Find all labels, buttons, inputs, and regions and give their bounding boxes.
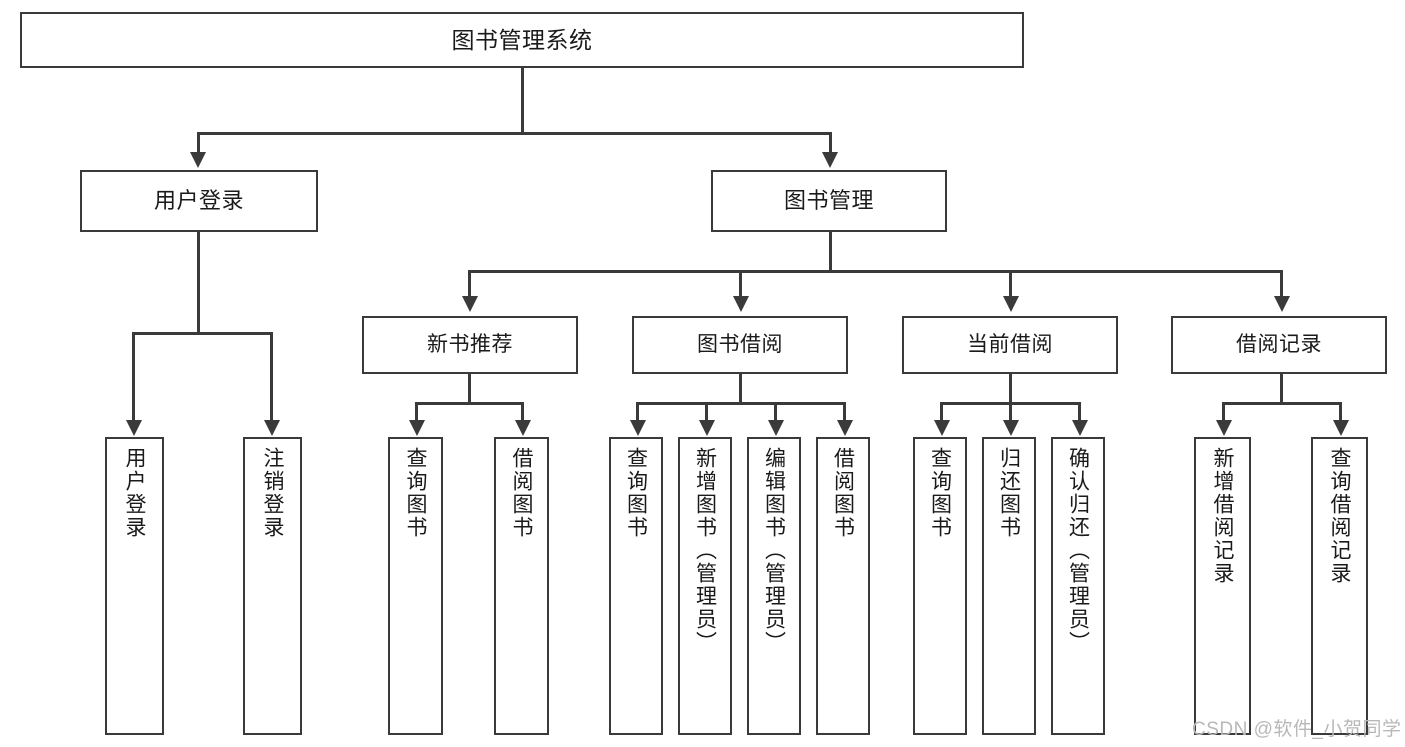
node-label: 查询图书 [404, 447, 427, 539]
connector-book-mgmt-bus [468, 270, 1280, 273]
node-label: 新增借阅记录 [1211, 447, 1234, 585]
arrow-to-leaf-borrow-book-1 [515, 420, 531, 436]
node-label: 确认归还（管理员） [1066, 447, 1090, 654]
leaf-user-login[interactable]: 用户登录 [105, 437, 164, 735]
connector-current-borrow-drop-1 [940, 402, 943, 422]
arrow-to-leaf-confirm-return [1072, 420, 1088, 436]
arrow-to-borrow-record [1274, 296, 1290, 312]
leaf-add-book-admin[interactable]: 新增图书（管理员） [678, 437, 732, 735]
node-label: 注销登录 [261, 447, 284, 539]
node-root-system[interactable]: 图书管理系统 [20, 12, 1024, 68]
connector-root-bus [197, 132, 831, 135]
leaf-add-borrow-record[interactable]: 新增借阅记录 [1194, 437, 1251, 735]
node-user-login[interactable]: 用户登录 [80, 170, 318, 232]
connector-new-book-stem [468, 374, 471, 404]
connector-current-borrow-drop-2 [1009, 402, 1012, 422]
node-label: 图书管理 [783, 188, 874, 214]
connector-root-stem [521, 68, 524, 134]
connector-borrow-record-bus [1222, 402, 1341, 405]
arrow-to-leaf-add-book [699, 420, 715, 436]
connector-book-mgmt-drop-2 [739, 270, 742, 298]
connector-user-login-drop-2 [270, 332, 273, 422]
arrow-to-leaf-query-book-2 [630, 420, 646, 436]
arrow-to-book-management [822, 152, 838, 168]
leaf-borrow-book-recommend[interactable]: 借阅图书 [494, 437, 549, 735]
connector-book-mgmt-drop-4 [1280, 270, 1283, 298]
connector-user-login-bus [132, 332, 272, 335]
leaf-query-book-borrow[interactable]: 查询图书 [609, 437, 663, 735]
leaf-confirm-return-admin[interactable]: 确认归还（管理员） [1051, 437, 1105, 735]
arrow-to-book-borrow [733, 296, 749, 312]
arrow-to-leaf-query-record [1333, 420, 1349, 436]
node-book-borrow[interactable]: 图书借阅 [632, 316, 848, 374]
node-label: 查询图书 [928, 447, 952, 539]
node-label: 新书推荐 [427, 332, 513, 356]
node-label: 查询借阅记录 [1328, 447, 1351, 585]
connector-user-login-drop-1 [132, 332, 135, 422]
arrow-to-leaf-logout [264, 420, 280, 436]
arrow-to-leaf-add-record [1216, 420, 1232, 436]
node-label: 图书借阅 [697, 332, 783, 356]
arrow-to-leaf-edit-book [768, 420, 784, 436]
node-current-borrow[interactable]: 当前借阅 [902, 316, 1118, 374]
connector-current-borrow-drop-3 [1078, 402, 1081, 422]
arrow-to-leaf-return-book [1003, 420, 1019, 436]
connector-book-borrow-bus [636, 402, 844, 405]
leaf-edit-book-admin[interactable]: 编辑图书（管理员） [747, 437, 801, 735]
node-label: 借阅记录 [1236, 332, 1322, 356]
arrow-to-user-login [190, 152, 206, 168]
connector-book-mgmt-stem [829, 232, 832, 272]
node-label: 新增图书（管理员） [693, 447, 717, 654]
arrow-to-leaf-query-book-1 [409, 420, 425, 436]
connector-current-borrow-stem [1009, 374, 1012, 404]
connector-book-borrow-drop-4 [843, 402, 846, 422]
arrow-to-leaf-query-book-3 [934, 420, 950, 436]
leaf-query-borrow-record[interactable]: 查询借阅记录 [1311, 437, 1368, 735]
node-label: 用户登录 [123, 447, 146, 539]
connector-borrow-record-drop-1 [1222, 402, 1225, 422]
watermark-text: CSDN @软件_小贺同学 [1192, 719, 1402, 740]
connector-new-book-bus [415, 402, 523, 405]
arrow-to-new-book-recommend [462, 296, 478, 312]
connector-user-login-stem [197, 232, 200, 334]
node-book-management[interactable]: 图书管理 [711, 170, 947, 232]
node-borrow-record[interactable]: 借阅记录 [1171, 316, 1387, 374]
node-label: 借阅图书 [510, 447, 533, 539]
connector-book-borrow-drop-2 [705, 402, 708, 422]
connector-borrow-record-drop-2 [1339, 402, 1342, 422]
connector-book-borrow-drop-1 [636, 402, 639, 422]
connector-borrow-record-stem [1280, 374, 1283, 404]
leaf-logout[interactable]: 注销登录 [243, 437, 302, 735]
node-label: 查询图书 [624, 447, 648, 539]
connector-book-mgmt-drop-1 [468, 270, 471, 298]
leaf-borrow-book[interactable]: 借阅图书 [816, 437, 870, 735]
node-label: 用户登录 [153, 188, 244, 214]
connector-book-borrow-drop-3 [774, 402, 777, 422]
connector-book-mgmt-drop-3 [1009, 270, 1012, 298]
leaf-query-book-recommend[interactable]: 查询图书 [388, 437, 443, 735]
node-label: 归还图书 [997, 447, 1021, 539]
node-label: 借阅图书 [831, 447, 855, 539]
connector-new-book-drop-2 [521, 402, 524, 422]
node-label: 图书管理系统 [451, 26, 593, 53]
node-label: 编辑图书（管理员） [762, 447, 786, 654]
leaf-query-book-current[interactable]: 查询图书 [913, 437, 967, 735]
connector-new-book-drop-1 [415, 402, 418, 422]
node-new-book-recommend[interactable]: 新书推荐 [362, 316, 578, 374]
node-label: 当前借阅 [967, 332, 1053, 356]
connector-root-drop-left [197, 132, 200, 154]
leaf-return-book[interactable]: 归还图书 [982, 437, 1036, 735]
arrow-to-leaf-borrow-book-2 [837, 420, 853, 436]
arrow-to-current-borrow [1003, 296, 1019, 312]
connector-book-borrow-stem [739, 374, 742, 404]
arrow-to-leaf-user-login [126, 420, 142, 436]
connector-root-drop-right [829, 132, 832, 154]
